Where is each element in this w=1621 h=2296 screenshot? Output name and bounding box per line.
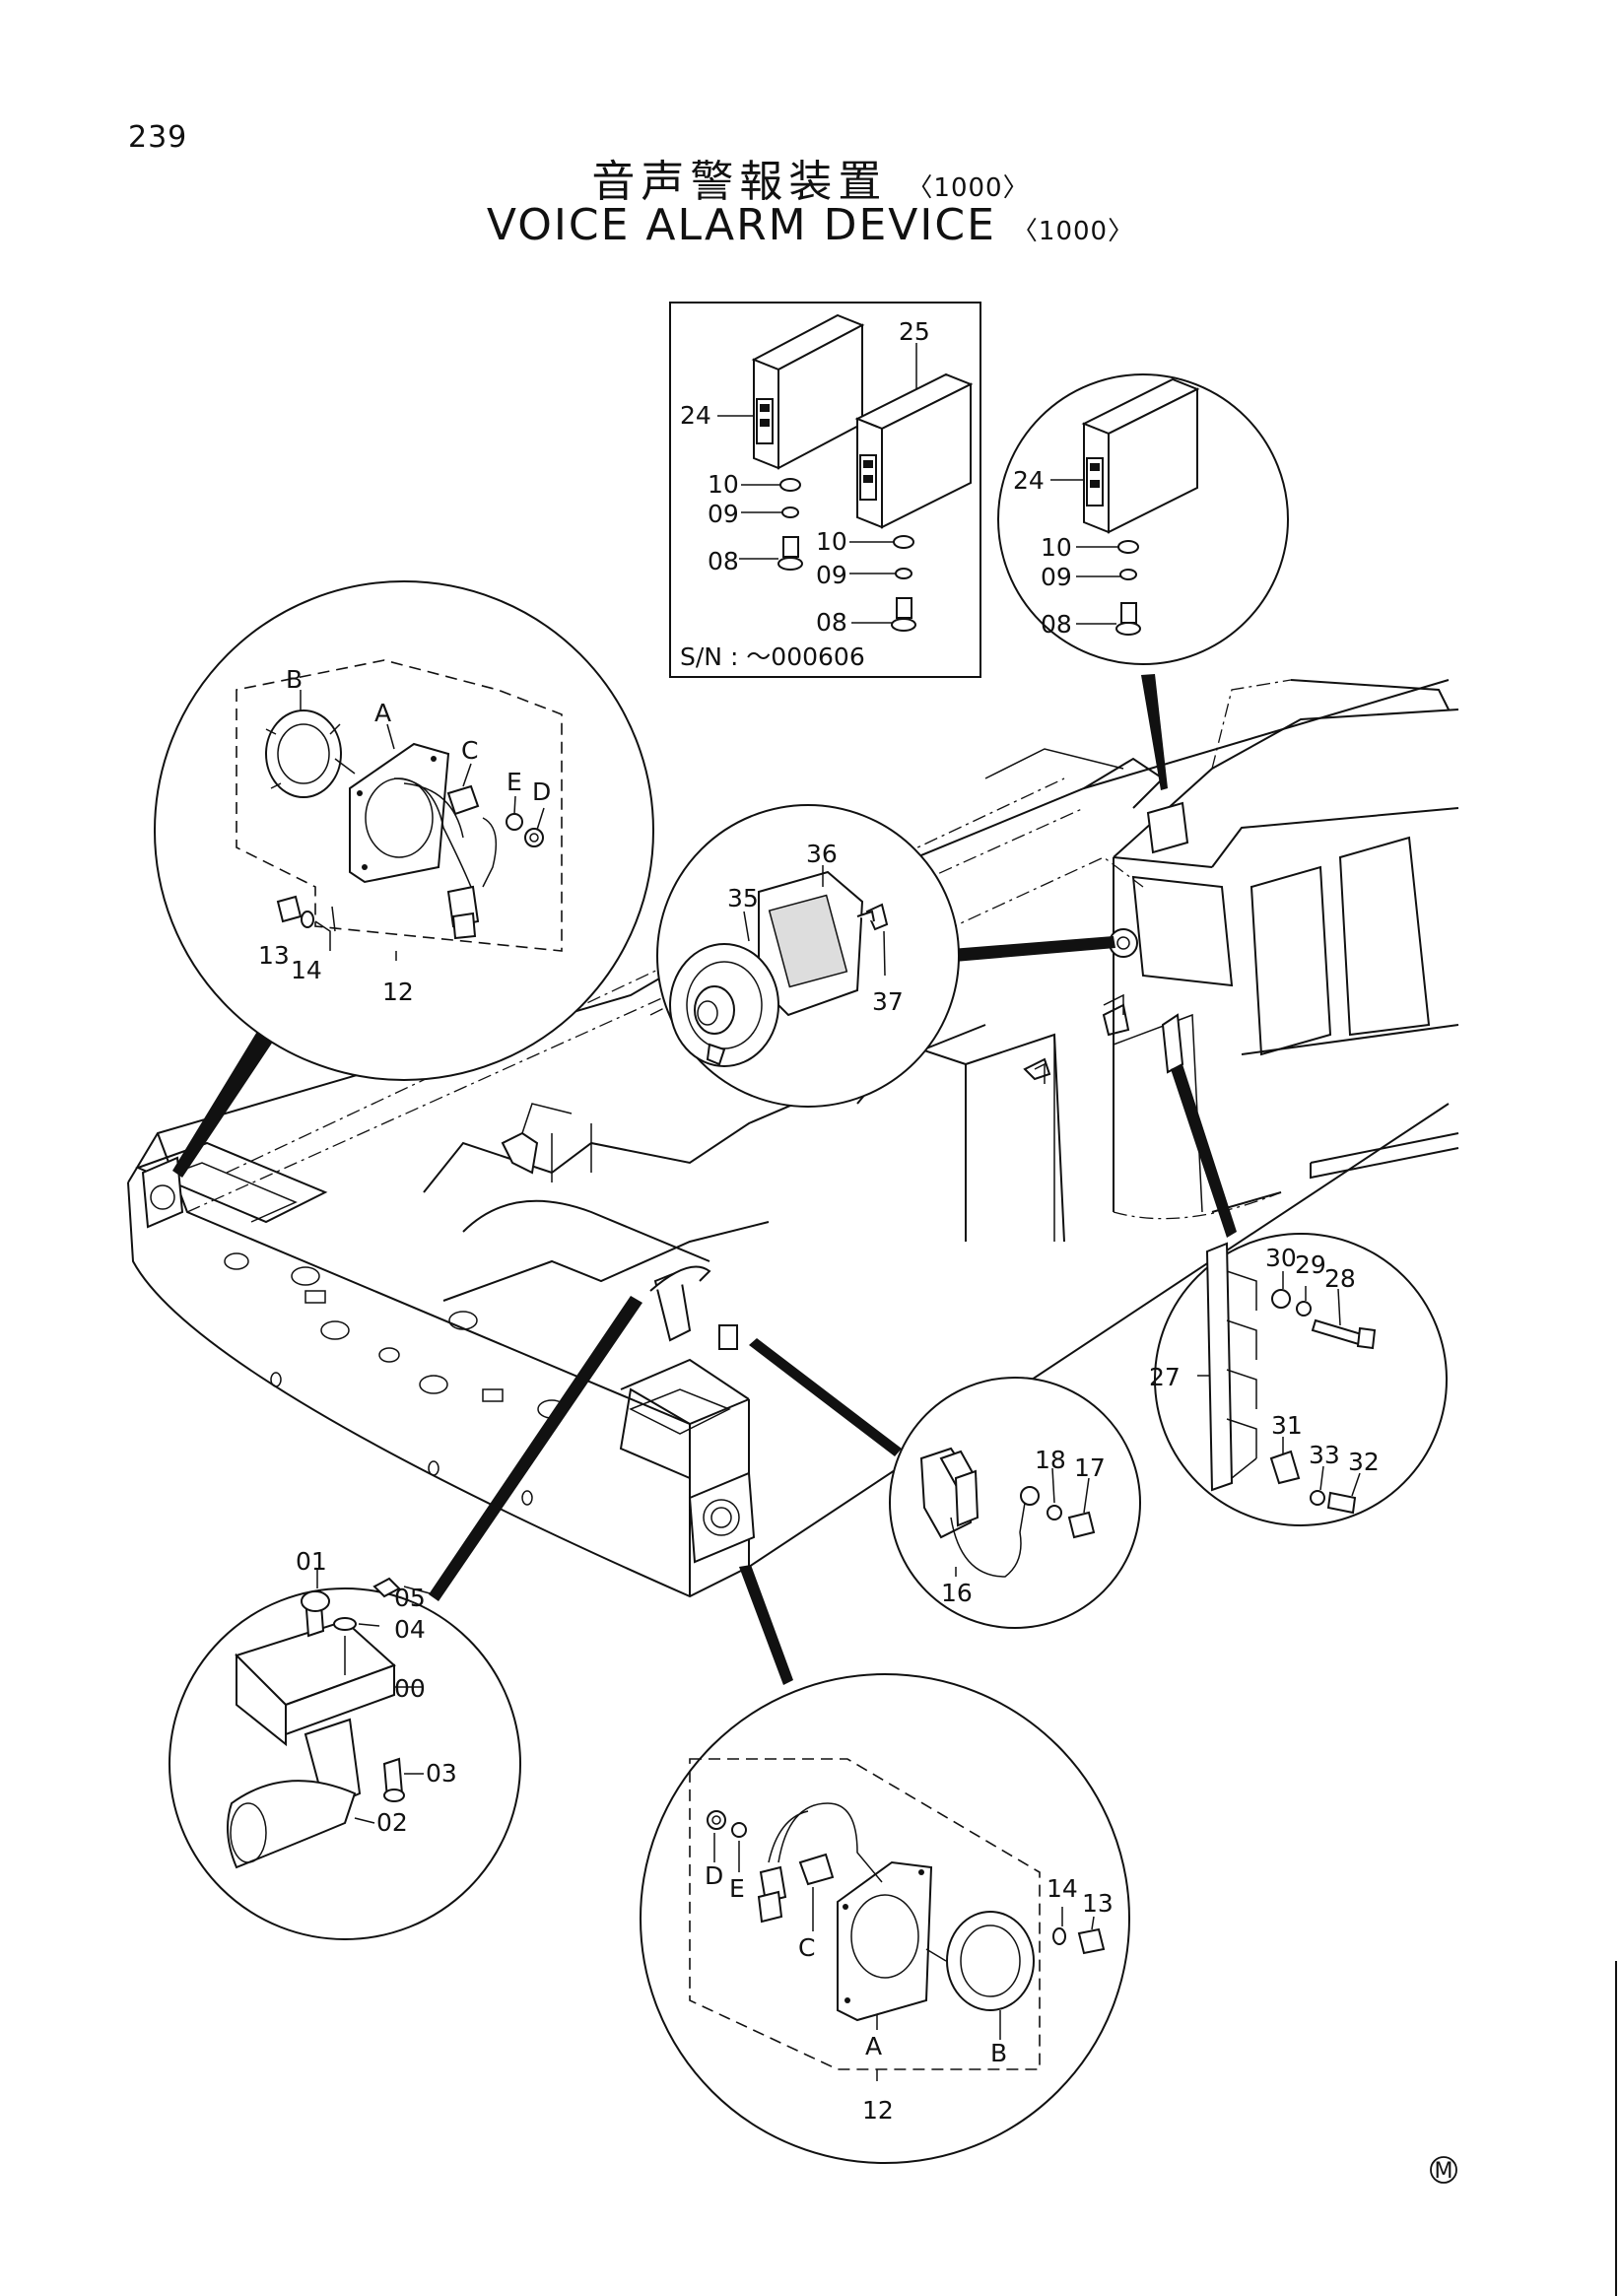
machine-frame <box>127 679 1450 1598</box>
title-jp-text: 音声警報装置 <box>591 157 888 207</box>
label-04: 04 <box>394 1615 426 1644</box>
label-08-circle: 08 <box>1041 610 1072 639</box>
label-35: 35 <box>727 884 759 912</box>
label-A-bottom: A <box>865 2032 882 2060</box>
label-D-upper: D <box>532 777 551 806</box>
label-01: 01 <box>296 1547 327 1576</box>
label-C-bottom: C <box>798 1933 815 1962</box>
label-33: 33 <box>1309 1441 1340 1469</box>
title-english: VOICE ALARM DEVICE 〈1000〉 <box>0 200 1621 250</box>
label-14-upper: 14 <box>291 956 322 984</box>
label-05: 05 <box>394 1584 426 1612</box>
label-32: 32 <box>1348 1448 1380 1476</box>
label-B-upper: B <box>286 665 303 694</box>
label-E-bottom: E <box>729 1874 745 1903</box>
title-en-text: VOICE ALARM DEVICE <box>486 200 996 250</box>
footer-mark: M <box>1430 2156 1457 2184</box>
label-09-circle: 09 <box>1041 563 1072 591</box>
label-10b: 10 <box>816 527 847 556</box>
label-30: 30 <box>1265 1244 1297 1272</box>
title-japanese: 音声警報装置 〈1000〉 <box>0 146 1621 209</box>
label-D-bottom: D <box>705 1861 723 1890</box>
label-02: 02 <box>376 1808 408 1837</box>
label-31: 31 <box>1271 1411 1303 1440</box>
label-25: 25 <box>899 317 930 346</box>
label-08: 08 <box>708 547 739 575</box>
label-09b: 09 <box>816 561 847 589</box>
label-E-upper: E <box>507 768 522 796</box>
label-00: 00 <box>394 1674 426 1703</box>
speaker-detail-circle-bottom: 14 13 D E C A B 12 <box>640 1565 1130 2164</box>
speaker-detail-circle-left: B A C E D 13 14 12 <box>154 580 654 1178</box>
horn-detail-circle: 01 05 04 00 03 02 <box>169 1296 642 1940</box>
footer-mark-letter: M <box>1435 2159 1453 2184</box>
title-en-variant: 〈1000〉 <box>1011 217 1135 246</box>
label-27: 27 <box>1149 1363 1181 1391</box>
label-12-bottom: 12 <box>862 2096 894 2125</box>
bracket-detail-circle: 30 29 28 27 31 33 32 <box>1149 1064 1448 1526</box>
operator-cab <box>1034 679 1459 1220</box>
label-13-upper: 13 <box>258 941 290 970</box>
label-A-upper: A <box>374 699 391 727</box>
label-B-bottom: B <box>990 2039 1007 2067</box>
label-28: 28 <box>1324 1264 1356 1293</box>
label-12-upper: 12 <box>382 978 414 1006</box>
label-36: 36 <box>806 840 838 868</box>
label-03: 03 <box>426 1759 457 1788</box>
label-C-upper: C <box>461 736 478 765</box>
serial-note: S/N : ～000606 <box>680 642 865 671</box>
label-16: 16 <box>941 1579 973 1607</box>
label-37: 37 <box>872 987 904 1016</box>
controller-box-inset: 25 24 10 09 08 10 09 08 S/N : ～000606 <box>669 302 981 678</box>
label-10-circle: 10 <box>1041 533 1072 562</box>
label-14-bottom: 14 <box>1047 1874 1078 1903</box>
page-number: 239 <box>128 120 188 155</box>
title-jp-variant: 〈1000〉 <box>907 173 1030 203</box>
label-29: 29 <box>1295 1250 1326 1279</box>
relay-detail-circle: 18 17 16 <box>749 1338 1141 1629</box>
label-10: 10 <box>708 470 739 499</box>
label-24-circle: 24 <box>1013 466 1045 495</box>
label-09: 09 <box>708 500 739 528</box>
cab-speaker-detail-circle: 36 35 37 <box>656 804 1115 1108</box>
label-08b: 08 <box>816 608 847 637</box>
label-13-bottom: 13 <box>1082 1889 1114 1918</box>
controller-detail-circle: 24 10 09 08 <box>997 373 1289 790</box>
label-24: 24 <box>680 401 711 430</box>
label-17: 17 <box>1074 1453 1106 1482</box>
label-18: 18 <box>1035 1446 1066 1474</box>
